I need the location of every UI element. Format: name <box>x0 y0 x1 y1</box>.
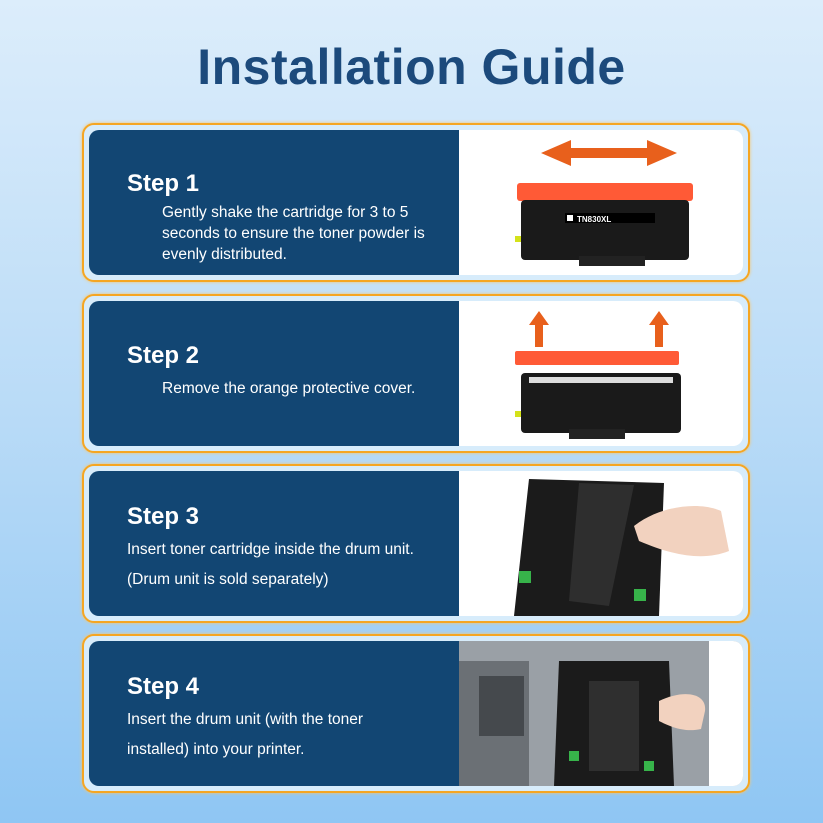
insert-drum-illustration <box>459 641 743 786</box>
step-3-card: Step 3 Insert toner cartridge inside the… <box>82 464 750 623</box>
step-3-label: Step 3 <box>127 503 200 530</box>
page-title: Installation Guide <box>197 39 626 95</box>
arrow-up-icon <box>649 311 669 347</box>
step-1-card: Step 1 Gently shake the cartridge for 3 … <box>82 123 750 282</box>
step-4-text: Insert the drum unit (with the toner ins… <box>127 711 364 758</box>
step-2-card: Step 2 Remove the orange protective cove… <box>82 294 750 453</box>
cover-removal-illustration <box>515 311 681 439</box>
cartridge-label: TN830XL <box>577 215 611 224</box>
step-1-label: Step 1 <box>127 170 200 197</box>
step-2-text: Remove the orange protective cover. <box>162 380 416 397</box>
cartridge-shake-illustration: TN830XL <box>515 140 693 266</box>
double-arrow-icon <box>541 140 677 166</box>
step-2-label: Step 2 <box>127 342 200 369</box>
step-3-text: Insert toner cartridge inside the drum u… <box>127 541 414 588</box>
step-2-panel: Step 2 Remove the orange protective cove… <box>89 301 459 446</box>
step-1-text: Gently shake the cartridge for 3 to 5 se… <box>162 204 425 263</box>
step-4-card: Step 4 Insert the drum unit (with the to… <box>82 634 750 793</box>
insert-toner-illustration <box>514 479 729 616</box>
step-3-image <box>459 471 743 616</box>
step-4-label: Step 4 <box>127 673 200 700</box>
arrow-up-icon <box>529 311 549 347</box>
step-1-image: TN830XL <box>459 130 743 275</box>
step-1-panel: Step 1 Gently shake the cartridge for 3 … <box>89 130 459 275</box>
step-3-panel: Step 3 Insert toner cartridge inside the… <box>89 471 459 616</box>
step-4-panel: Step 4 Insert the drum unit (with the to… <box>89 641 459 786</box>
step-2-image <box>459 301 743 446</box>
step-4-image <box>459 641 743 786</box>
